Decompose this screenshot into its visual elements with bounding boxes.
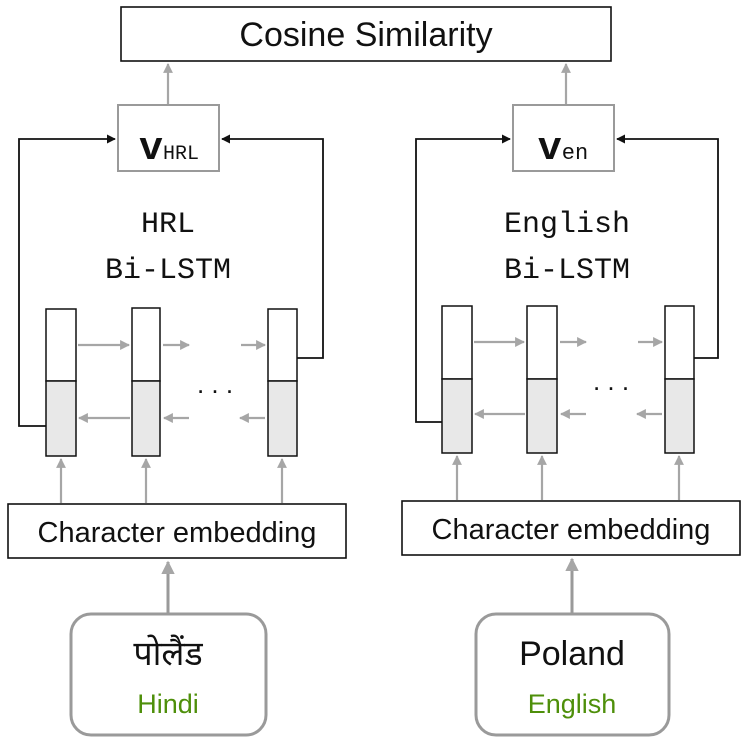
vector-en-label: ven (538, 127, 588, 172)
language-label: Hindi (137, 689, 199, 719)
character-embedding-box: Character embedding (7, 503, 347, 559)
lstm-title-line2: Bi-LSTM (504, 254, 630, 288)
ellipsis: . . . (593, 366, 629, 396)
forward-output-arrow (221, 134, 324, 359)
lstm-cell (267, 308, 298, 457)
lstm-title-line1: HRL (141, 208, 195, 242)
backward-output-arrow (18, 134, 116, 427)
ellipsis: . . . (197, 369, 233, 399)
word-box: Poland English (474, 612, 671, 737)
vector-hrl-label: vHRL (139, 127, 199, 172)
backward-output-arrow (415, 134, 511, 423)
lstm-cell (45, 308, 77, 457)
vector-subscript: en (562, 141, 588, 166)
word-text: Poland (519, 635, 625, 673)
lstm-cell (131, 307, 161, 457)
vector-base: v (538, 127, 562, 172)
language-label: English (528, 689, 617, 719)
lstm-cell (526, 305, 558, 454)
cosine-similarity-box: Cosine Similarity (120, 6, 612, 62)
vector-base: v (139, 127, 163, 172)
right-branch: ven English Bi-LSTM . . . (401, 104, 741, 737)
vector-en-box: ven (512, 104, 615, 172)
vector-subscript: HRL (163, 143, 199, 166)
forward-output-arrow (616, 134, 719, 359)
word-text: पोलैंड (133, 634, 203, 674)
word-box: पोलैंड Hindi (69, 612, 268, 737)
lstm-title-line2: Bi-LSTM (105, 254, 231, 288)
lstm-title-line1: English (504, 208, 630, 242)
character-embedding-label: Character embedding (38, 517, 317, 549)
lstm-cell (664, 305, 695, 454)
vector-hrl-box: vHRL (117, 104, 220, 172)
character-embedding-box: Character embedding (401, 500, 741, 556)
lstm-cell (441, 305, 473, 454)
left-branch: vHRL HRL Bi-LSTM . . . (7, 104, 347, 737)
character-embedding-label: Character embedding (432, 514, 711, 546)
cosine-similarity-label: Cosine Similarity (239, 16, 492, 54)
